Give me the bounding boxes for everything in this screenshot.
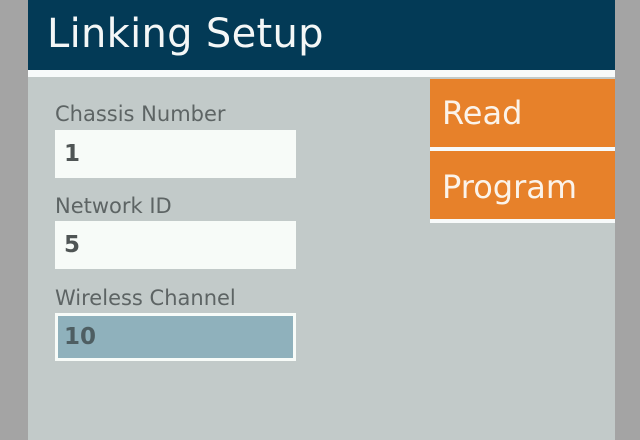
page-title: Linking Setup <box>47 11 324 57</box>
title-divider <box>28 70 615 77</box>
program-button-label: Program <box>442 168 578 206</box>
program-button[interactable]: Program <box>430 151 615 219</box>
chassis-number-field[interactable]: 1 <box>55 130 296 178</box>
network-id-value: 5 <box>64 232 81 258</box>
wireless-channel-field[interactable]: 10 <box>55 313 296 361</box>
button-bottom-divider <box>430 219 615 223</box>
button-divider <box>430 147 615 151</box>
read-button[interactable]: Read <box>430 79 615 147</box>
chassis-number-label: Chassis Number <box>55 102 226 126</box>
title-bar: Linking Setup <box>28 0 615 70</box>
network-id-label: Network ID <box>55 194 172 218</box>
chassis-number-value: 1 <box>64 141 81 167</box>
wireless-channel-value: 10 <box>64 324 97 350</box>
linking-setup-screen: Linking Setup Chassis Number 1 Network I… <box>28 0 615 440</box>
read-button-label: Read <box>442 94 523 132</box>
wireless-channel-label: Wireless Channel <box>55 286 236 310</box>
network-id-field[interactable]: 5 <box>55 221 296 269</box>
